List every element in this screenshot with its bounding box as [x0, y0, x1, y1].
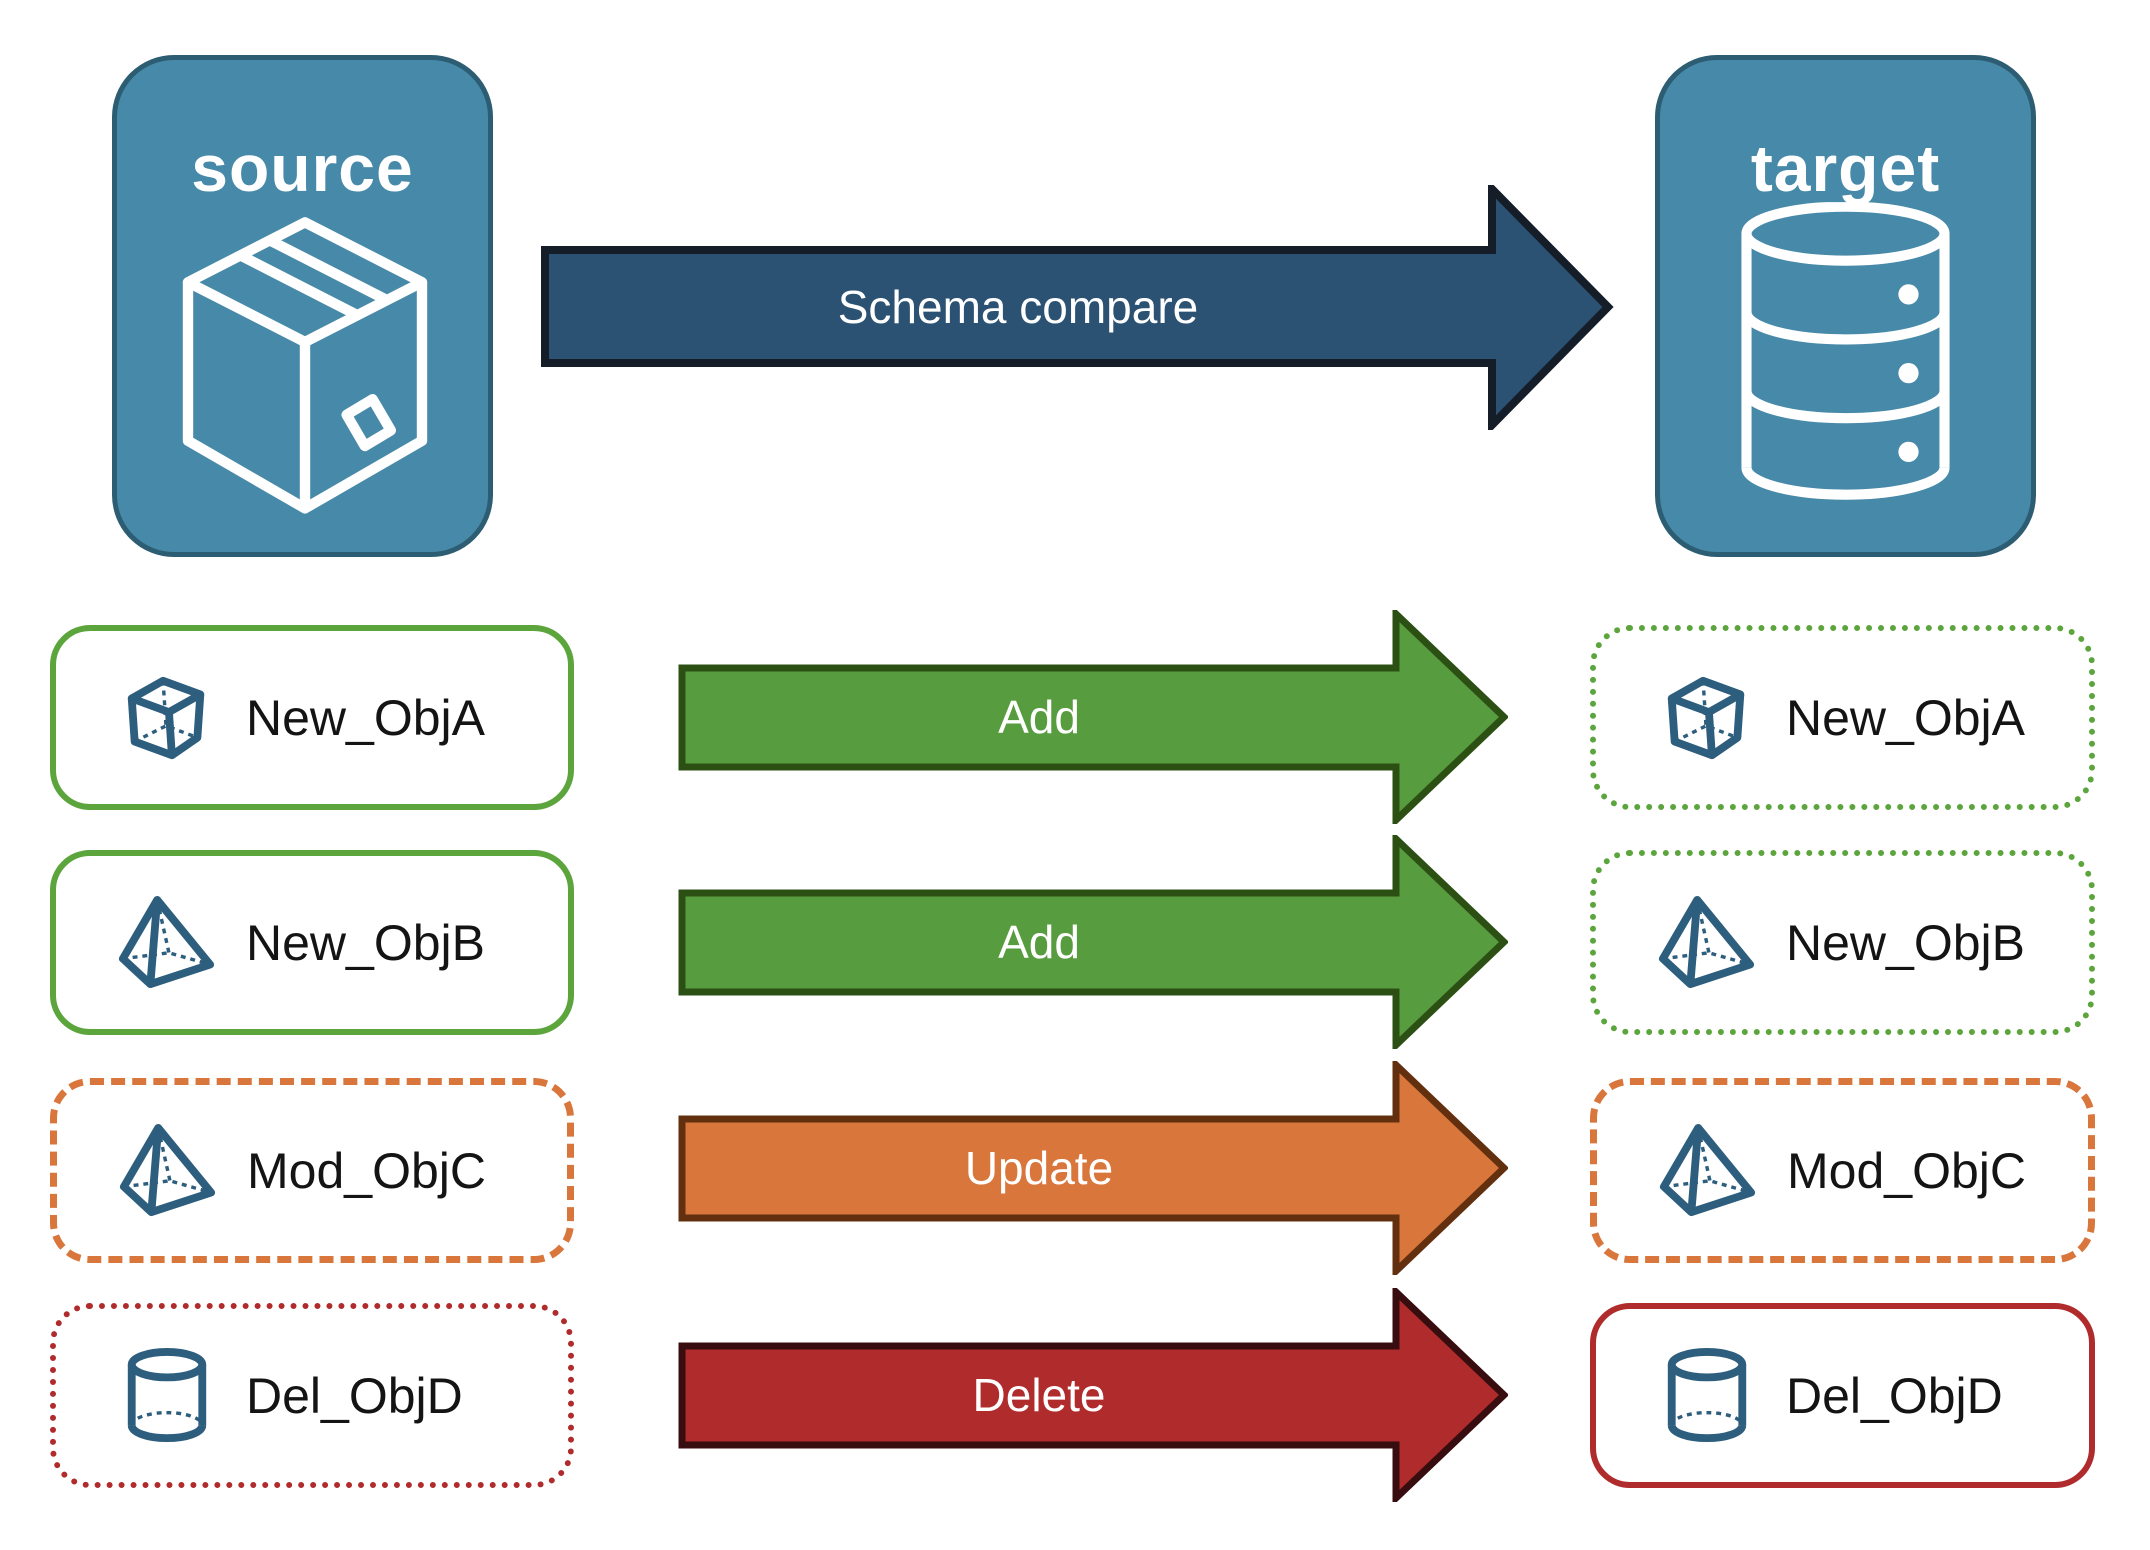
source-panel: source — [112, 55, 493, 557]
object-label: Del_ObjD — [1786, 1367, 2003, 1424]
pyramid-3d-icon — [1659, 1122, 1757, 1220]
action-arrow-label: Delete — [973, 1369, 1106, 1421]
schema-compare-label: Schema compare — [838, 281, 1199, 333]
package-box-icon — [175, 212, 435, 524]
source-object-card: Mod_ObjC — [50, 1078, 574, 1263]
source-object-card: New_ObjB — [50, 850, 574, 1035]
target-panel: target — [1655, 55, 2036, 557]
cylinder-3d-icon — [1658, 1347, 1756, 1445]
action-arrow-label: Add — [998, 916, 1080, 968]
cylinder-3d-icon — [118, 1347, 216, 1445]
action-arrow-delete: Delete — [678, 1288, 1508, 1502]
pyramid-3d-icon — [119, 1122, 217, 1220]
object-label: Mod_ObjC — [247, 1142, 486, 1199]
object-label: New_ObjA — [1786, 689, 2025, 746]
cube-3d-icon — [1658, 669, 1756, 767]
target-object-card: New_ObjA — [1590, 625, 2095, 810]
target-title: target — [1750, 131, 1941, 205]
object-label: New_ObjA — [246, 689, 485, 746]
source-object-card: New_ObjA — [50, 625, 574, 810]
action-arrow-add: Add — [678, 610, 1508, 824]
cube-3d-icon — [118, 669, 216, 767]
action-arrow-label: Add — [998, 691, 1080, 743]
target-object-card: Mod_ObjC — [1590, 1078, 2095, 1263]
schema-compare-arrow: Schema compare — [541, 185, 1614, 430]
database-icon — [1733, 202, 1958, 506]
object-label: Del_ObjD — [246, 1367, 463, 1424]
object-label: New_ObjB — [246, 914, 485, 971]
action-arrow-add: Add — [678, 835, 1508, 1049]
object-label: New_ObjB — [1786, 914, 2025, 971]
pyramid-3d-icon — [1658, 894, 1756, 992]
target-object-card: New_ObjB — [1590, 850, 2095, 1035]
action-arrow-update: Update — [678, 1061, 1508, 1275]
action-arrow-label: Update — [965, 1142, 1113, 1194]
object-label: Mod_ObjC — [1787, 1142, 2026, 1199]
pyramid-3d-icon — [118, 894, 216, 992]
source-title: source — [191, 131, 414, 205]
target-object-card: Del_ObjD — [1590, 1303, 2095, 1488]
source-object-card: Del_ObjD — [50, 1303, 574, 1488]
